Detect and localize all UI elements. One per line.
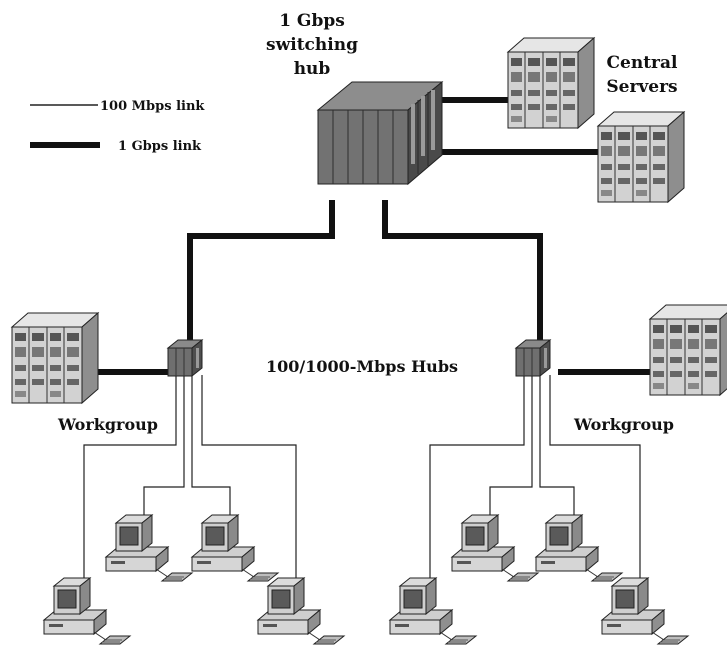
- workstation-right-2: [535, 514, 623, 582]
- workstation-right-3: [389, 577, 477, 645]
- central-server-2: [597, 111, 685, 203]
- servers-label-line2: Servers: [606, 77, 677, 97]
- workstation-left-3: [43, 577, 131, 645]
- switching-hub: [316, 80, 444, 186]
- workgroup-right-label: Workgroup: [573, 415, 674, 434]
- legend-thick-label: 1 Gbps link: [118, 139, 202, 154]
- legend-thin-label: 100 Mbps link: [100, 99, 205, 114]
- link-right-hub-to-pc3: [539, 375, 575, 522]
- link-right-hub-to-pc1: [429, 375, 525, 585]
- link-left-hub-to-pc3: [191, 375, 231, 522]
- workgroup-right-server: [649, 304, 727, 396]
- workstation-left-4: [257, 577, 345, 645]
- link-switch-to-right-hub: [382, 200, 543, 345]
- central-server-1: [507, 37, 595, 129]
- switch-label-line2: switching: [266, 35, 358, 55]
- legend: 100 Mbps link 1 Gbps link: [30, 99, 205, 154]
- workstation-left-1: [105, 514, 193, 582]
- right-hub: [515, 339, 551, 377]
- mbps-links: [83, 375, 641, 585]
- link-switch-to-left-hub: [187, 200, 335, 345]
- link-right-hub-to-pc2: [489, 375, 533, 522]
- link-right-hub-to-pc4: [549, 375, 641, 585]
- servers-label-line1: Central: [607, 53, 679, 73]
- link-left-hub-to-pc4: [201, 375, 297, 585]
- link-left-hub-to-pc2: [143, 375, 185, 522]
- switch-label-line3: hub: [294, 59, 331, 79]
- workgroup-left-label: Workgroup: [57, 415, 158, 434]
- link-left-hub-to-pc1: [83, 375, 177, 585]
- switch-label-line1: 1 Gbps: [279, 11, 345, 31]
- workgroup-left-server: [11, 312, 99, 404]
- left-hub: [167, 339, 203, 377]
- workstation-left-2: [191, 514, 279, 582]
- hubs-label: 100/1000-Mbps Hubs: [266, 357, 458, 376]
- workstation-right-4: [601, 577, 689, 645]
- workstation-right-1: [451, 514, 539, 582]
